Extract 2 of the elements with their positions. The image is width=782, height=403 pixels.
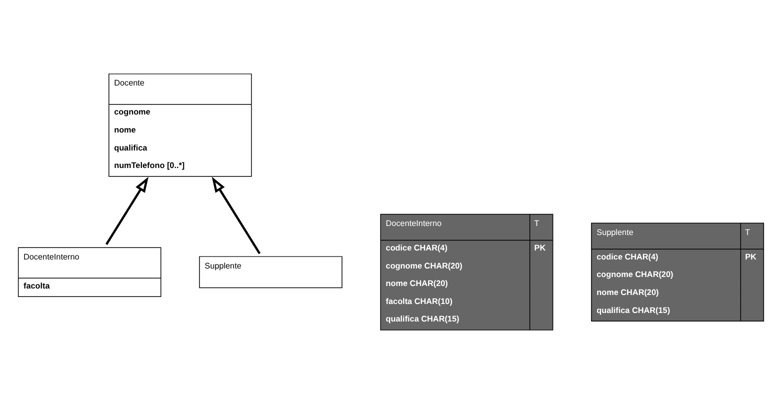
arrow [212,176,261,254]
arrow [105,176,149,244]
